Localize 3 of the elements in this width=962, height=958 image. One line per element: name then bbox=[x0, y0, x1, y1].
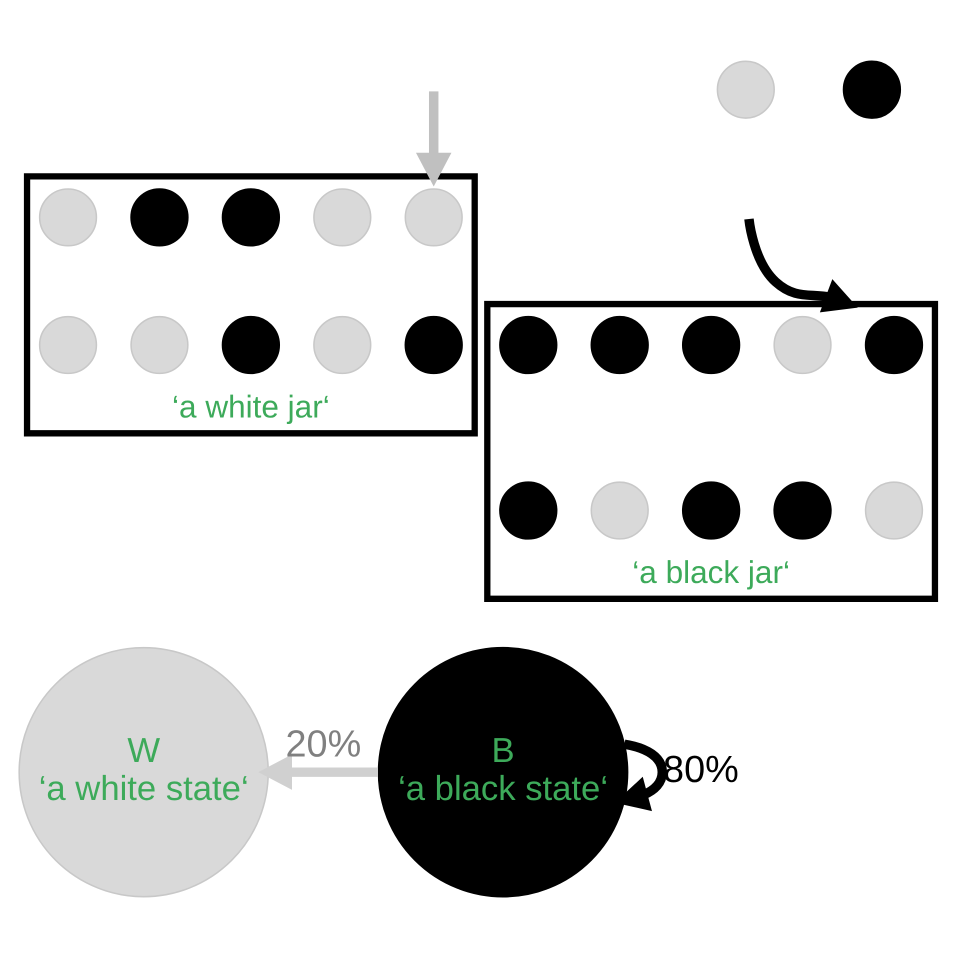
node-label: ‘a black jar‘ bbox=[632, 554, 790, 590]
edge-label: 20% bbox=[286, 724, 362, 766]
node-label: ‘a white jar‘ bbox=[172, 388, 330, 425]
